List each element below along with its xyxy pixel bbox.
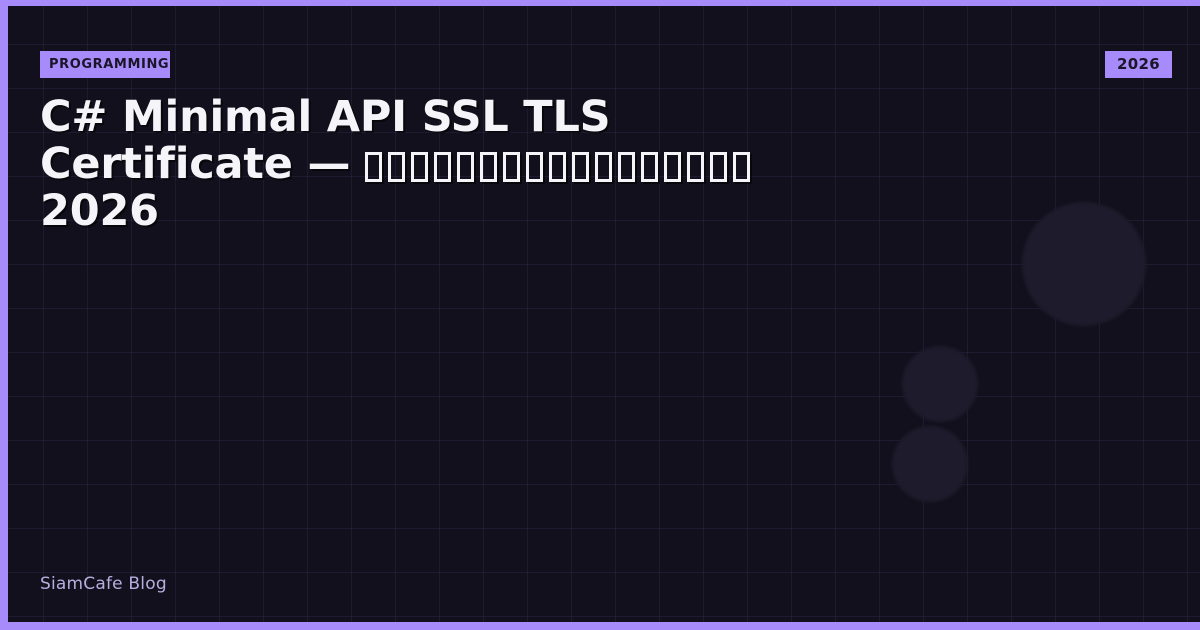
category-badge: PROGRAMMING — [40, 51, 170, 78]
missing-glyph-box — [595, 152, 613, 182]
year-badge: 2026 — [1105, 51, 1172, 78]
missing-glyph-box — [457, 152, 475, 182]
title-line-1: C# Minimal API SSL TLS — [40, 92, 611, 142]
decorative-large-circle — [1022, 202, 1146, 326]
missing-glyph-box — [572, 152, 590, 182]
title-line-2-prefix: Certificate — — [40, 139, 366, 189]
decorative-small-circle — [892, 426, 968, 502]
missing-glyph-box — [710, 152, 728, 182]
missing-glyph-box — [641, 152, 659, 182]
title-line-2-missing-glyphs — [365, 139, 756, 189]
missing-glyph-box — [411, 152, 429, 182]
missing-glyph-box — [526, 152, 544, 182]
missing-glyph-box — [549, 152, 567, 182]
missing-glyph-box — [733, 152, 751, 182]
decorative-medium-circle — [902, 346, 978, 422]
missing-glyph-box — [434, 152, 452, 182]
missing-glyph-box — [365, 152, 383, 182]
missing-glyph-box — [503, 152, 521, 182]
missing-glyph-box — [687, 152, 705, 182]
missing-glyph-box — [618, 152, 636, 182]
title-line-3: 2026 — [40, 186, 159, 236]
page-title: C# Minimal API SSL TLS Certificate — 202… — [40, 94, 780, 235]
site-name-footer: SiamCafe Blog — [40, 574, 167, 594]
missing-glyph-box — [388, 152, 406, 182]
missing-glyph-box — [664, 152, 682, 182]
card-content: PROGRAMMING 2026 C# Minimal API SSL TLS … — [8, 6, 1200, 622]
missing-glyph-box — [480, 152, 498, 182]
